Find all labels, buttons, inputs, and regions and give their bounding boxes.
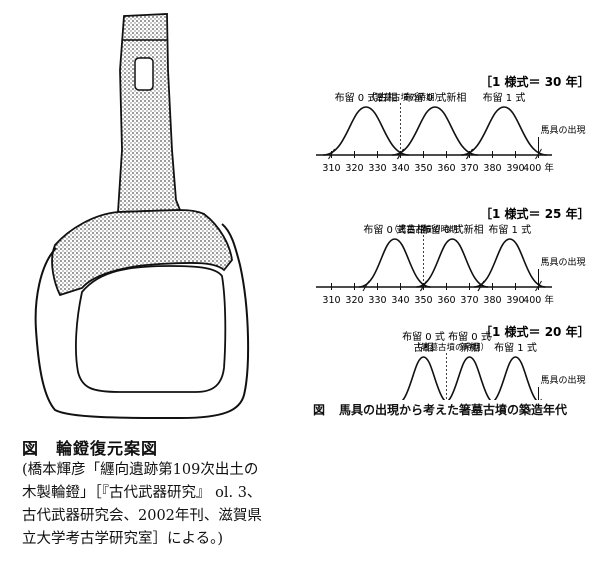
x-tick-label: 350 xyxy=(414,295,432,306)
figure-caption: 図馬具の出現から考えた箸墓古墳の築造年代 xyxy=(313,401,567,418)
figure-caption-label: 図 xyxy=(313,403,326,417)
stirrup-shoulder xyxy=(51,209,233,297)
phase-curve xyxy=(493,356,538,400)
x-tick-label: 380 xyxy=(483,295,501,306)
phase-label: 布留 0 式古相 xyxy=(335,91,398,104)
phase-curve xyxy=(461,106,547,156)
x-tick-label: 370 xyxy=(460,163,478,174)
boundary-mark xyxy=(535,280,542,292)
phase-curve xyxy=(358,238,431,288)
boundary-mark xyxy=(397,148,404,160)
phase-label: 新相 xyxy=(460,341,480,354)
caption-body: (橋本輝彦「纒向遺跡第109次出土の 木製輪鐙」［『古代武器研究』 ol. 3、… xyxy=(22,459,302,551)
chart-panel-30-years: ［1 様式＝ 30 年］ 310 320 330 340 350 360 370 380 3904… xyxy=(316,74,590,174)
phase-label: 布留 1 式 xyxy=(488,223,531,236)
phase-label: 布留 0 式 xyxy=(448,330,491,343)
x-tick-label: 320 xyxy=(345,295,363,306)
x-tick-label: 310 xyxy=(322,295,340,306)
x-tick-label: 390 xyxy=(506,295,524,306)
figure-caption-text: 馬具の出現から考えた箸墓古墳の築造年代 xyxy=(339,403,568,417)
phase-curve xyxy=(401,356,446,400)
stirrup-ring-inner xyxy=(75,265,227,393)
caption-line-3: 古代武器研究会、2002年刊、滋賀県 xyxy=(22,508,262,524)
x-tick-label: 330 xyxy=(368,163,386,174)
x-tick-label: 360 xyxy=(437,295,455,306)
phase-curve xyxy=(416,238,489,288)
stirrup-shaft xyxy=(117,13,182,213)
phase-curve xyxy=(392,106,478,156)
horse-tack-event-label: 馬具の出現 xyxy=(541,124,586,136)
boundary-mark xyxy=(535,148,542,160)
phase-label: 布留 0 式 xyxy=(402,330,445,343)
chart-header: ［1 様式＝ 25 年］ xyxy=(480,206,590,221)
x-tick-label: 350 xyxy=(414,163,432,174)
x-tick-label: 330 xyxy=(368,295,386,306)
x-tick-label: 340 xyxy=(391,295,409,306)
boundary-mark xyxy=(466,148,473,160)
hakashi-period-note: （箸墓古墳の時期） xyxy=(413,342,490,353)
chart-header: ［1 様式＝ 30 年］ xyxy=(480,74,590,89)
phase-curve xyxy=(473,238,546,288)
x-tick-label: 380 xyxy=(483,163,501,174)
stirrup-ring-outer xyxy=(34,223,250,420)
horse-tack-event-label: 馬具の出現 xyxy=(541,374,586,386)
x-tick-label: 340 xyxy=(391,163,409,174)
hakashi-period-note: （箸墓古墳の時期） xyxy=(367,92,444,103)
x-tick-label: 320 xyxy=(345,163,363,174)
phase-label: 布留 0 式新相 xyxy=(421,223,484,236)
boundary-mark xyxy=(328,148,335,160)
x-tick-label: 400 年 xyxy=(523,294,554,306)
caption-line-2: 木製輪鐙」［『古代武器研究』 ol. 3、 xyxy=(22,485,262,501)
phase-label: 布留 0 式新相 xyxy=(404,91,467,104)
caption-line-4: 立大学考古学研究室］による。) xyxy=(22,531,223,547)
phase-curve xyxy=(323,106,409,156)
chart-header: ［1 様式＝ 20 年］ xyxy=(480,324,590,339)
chart-panel-20-years: ［1 様式＝ 20 年］3103203303403503603703803904… xyxy=(401,324,590,400)
stirrup-reconstruction-drawing xyxy=(34,13,250,420)
phase-label: 古相 xyxy=(414,341,434,354)
x-tick-label: 390 xyxy=(506,163,524,174)
x-tick-label: 370 xyxy=(460,295,478,306)
phase-label: 布留 1 式 xyxy=(483,91,526,104)
strap-slot xyxy=(134,57,154,91)
x-tick-label: 310 xyxy=(322,163,340,174)
boundary-mark xyxy=(420,280,427,292)
hakashi-period-note: （箸墓古墳の時期） xyxy=(390,224,467,235)
caption-title: 図 輪鐙復元案図 xyxy=(22,439,159,458)
caption-line-1: (橋本輝彦「纒向遺跡第109次出土の xyxy=(22,462,259,478)
phase-label: 布留 0 式古相 xyxy=(363,223,426,236)
boundary-mark xyxy=(362,280,370,292)
boundary-mark xyxy=(477,280,485,292)
chart-panel-25-years: ［1 様式＝ 25 年］ 310 320 330 340 350 360 370 380 3904… xyxy=(316,206,590,306)
x-tick-label: 360 xyxy=(437,163,455,174)
horse-tack-event-label: 馬具の出現 xyxy=(541,256,586,268)
phase-label: 布留 1 式 xyxy=(494,341,537,354)
phase-curve xyxy=(447,356,492,400)
x-tick-label: 400 年 xyxy=(523,162,554,174)
